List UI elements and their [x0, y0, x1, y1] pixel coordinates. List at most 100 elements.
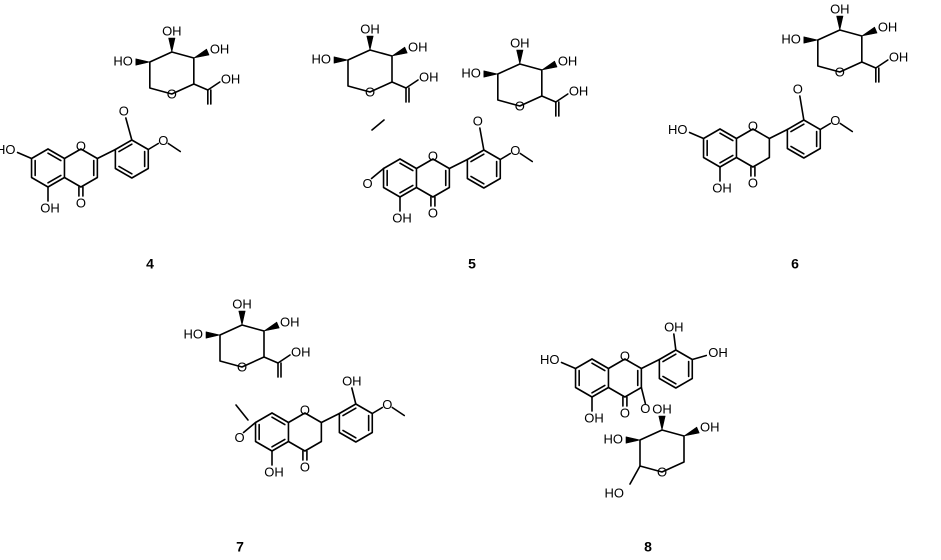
double-bond	[271, 416, 286, 426]
compound-number: 5	[468, 256, 476, 272]
compound-number: 7	[236, 539, 244, 555]
bond	[629, 465, 641, 485]
sugar-hydroxyl: OH	[232, 296, 252, 311]
double-bond	[591, 362, 606, 372]
ring-a	[382, 158, 418, 198]
bond	[125, 117, 133, 141]
atom-label: O	[76, 138, 86, 153]
double-bond	[342, 429, 357, 439]
hydroxyl-7: HO	[668, 122, 688, 137]
bond	[688, 131, 705, 140]
sugar-hydroxyl: OH	[652, 401, 672, 416]
hydroxyl-7: HO	[0, 142, 16, 157]
glycosidic-oxygen: O	[119, 103, 129, 118]
bond	[555, 93, 569, 103]
ring-a	[254, 412, 290, 452]
hydroxyl-4prime: OH	[708, 345, 728, 360]
carbonyl-oxygen: O	[748, 175, 758, 190]
double-bond	[662, 353, 677, 363]
bond	[391, 81, 407, 89]
glycosidic-oxygen: O	[473, 113, 483, 128]
double-bond	[719, 132, 734, 142]
sugar-hydroxyl: OH	[408, 39, 428, 54]
glycosidic-oxygen-7: O	[234, 430, 244, 445]
sugar-hydroxyl: HO	[113, 53, 133, 68]
bond	[768, 128, 789, 140]
bond	[277, 354, 291, 364]
wedge-bond	[366, 35, 374, 51]
double-bond	[399, 162, 414, 172]
wedge-bond	[658, 415, 666, 431]
sugar-ring-oxygen: O	[167, 86, 177, 101]
bond	[799, 95, 805, 121]
hydroxyl-5: OH	[584, 410, 604, 425]
double-bond	[118, 165, 133, 175]
methyl-bond	[839, 122, 854, 133]
ring-oxygen: O	[428, 148, 438, 163]
ring-oxygen: O	[748, 118, 758, 133]
wedge-bond	[861, 26, 878, 37]
bond	[207, 81, 221, 91]
bond	[819, 122, 832, 131]
double-bond	[47, 152, 62, 162]
sugar-ring-oxygen: O	[365, 84, 375, 99]
ring-a	[30, 148, 66, 188]
bond	[640, 386, 647, 405]
glycosidic-oxygen: O	[640, 401, 650, 416]
ring-b	[114, 139, 150, 179]
bond	[16, 151, 33, 160]
atom-label: O	[300, 402, 310, 417]
wedge-bond	[541, 60, 558, 71]
double-bond	[399, 184, 414, 194]
sugar-hydroxyl: OH	[510, 35, 530, 50]
methyl-bond	[391, 406, 406, 417]
ring-b	[786, 119, 822, 159]
sugar-hydroxyl: HO	[605, 485, 625, 500]
hydroxyl-7: HO	[540, 352, 560, 367]
double-bond	[271, 438, 286, 448]
methoxy-oxygen: O	[510, 143, 520, 158]
atom-label: O	[620, 348, 630, 363]
double-bond	[790, 123, 805, 133]
bond	[673, 333, 677, 351]
wedge-bond	[135, 58, 151, 66]
methyl-bond	[519, 152, 534, 163]
ring-c	[735, 128, 771, 168]
carbonyl-oxygen: O	[620, 405, 630, 420]
carbonyl-oxygen: O	[428, 205, 438, 220]
carboxylic-acid: OH	[291, 344, 311, 359]
double-bond	[719, 154, 734, 164]
sugar-hydroxyl: OH	[210, 41, 230, 56]
sugar-hydroxyl: OH	[830, 1, 850, 16]
wedge-bond	[516, 49, 524, 65]
sugar-hydroxyl: HO	[312, 51, 332, 66]
bond	[875, 59, 889, 69]
wedge-bond	[683, 426, 700, 437]
sugar-hydroxyl: HO	[604, 431, 624, 446]
bond	[193, 83, 209, 91]
compound-number: 6	[791, 256, 799, 272]
ring-b	[338, 403, 374, 443]
hydroxyl-5: OH	[392, 210, 412, 225]
ring-c	[287, 412, 323, 452]
wedge-bond	[238, 310, 246, 326]
bond	[371, 119, 385, 131]
carbonyl-oxygen: O	[300, 459, 310, 474]
bond	[479, 127, 485, 151]
sugar-ring-oxygen: O	[237, 359, 247, 374]
bond	[560, 361, 577, 370]
sugar-hydroxyl: OH	[280, 314, 300, 329]
bond	[370, 167, 385, 180]
bond	[371, 406, 384, 415]
double-bond	[591, 384, 606, 394]
ring-b	[466, 149, 502, 189]
bond	[861, 61, 877, 69]
double-bond	[790, 145, 805, 155]
bond	[242, 421, 257, 434]
ring-b	[658, 349, 694, 389]
sugar-hydroxyl: OH	[558, 53, 578, 68]
sugar-ring-oxygen: O	[515, 98, 525, 113]
